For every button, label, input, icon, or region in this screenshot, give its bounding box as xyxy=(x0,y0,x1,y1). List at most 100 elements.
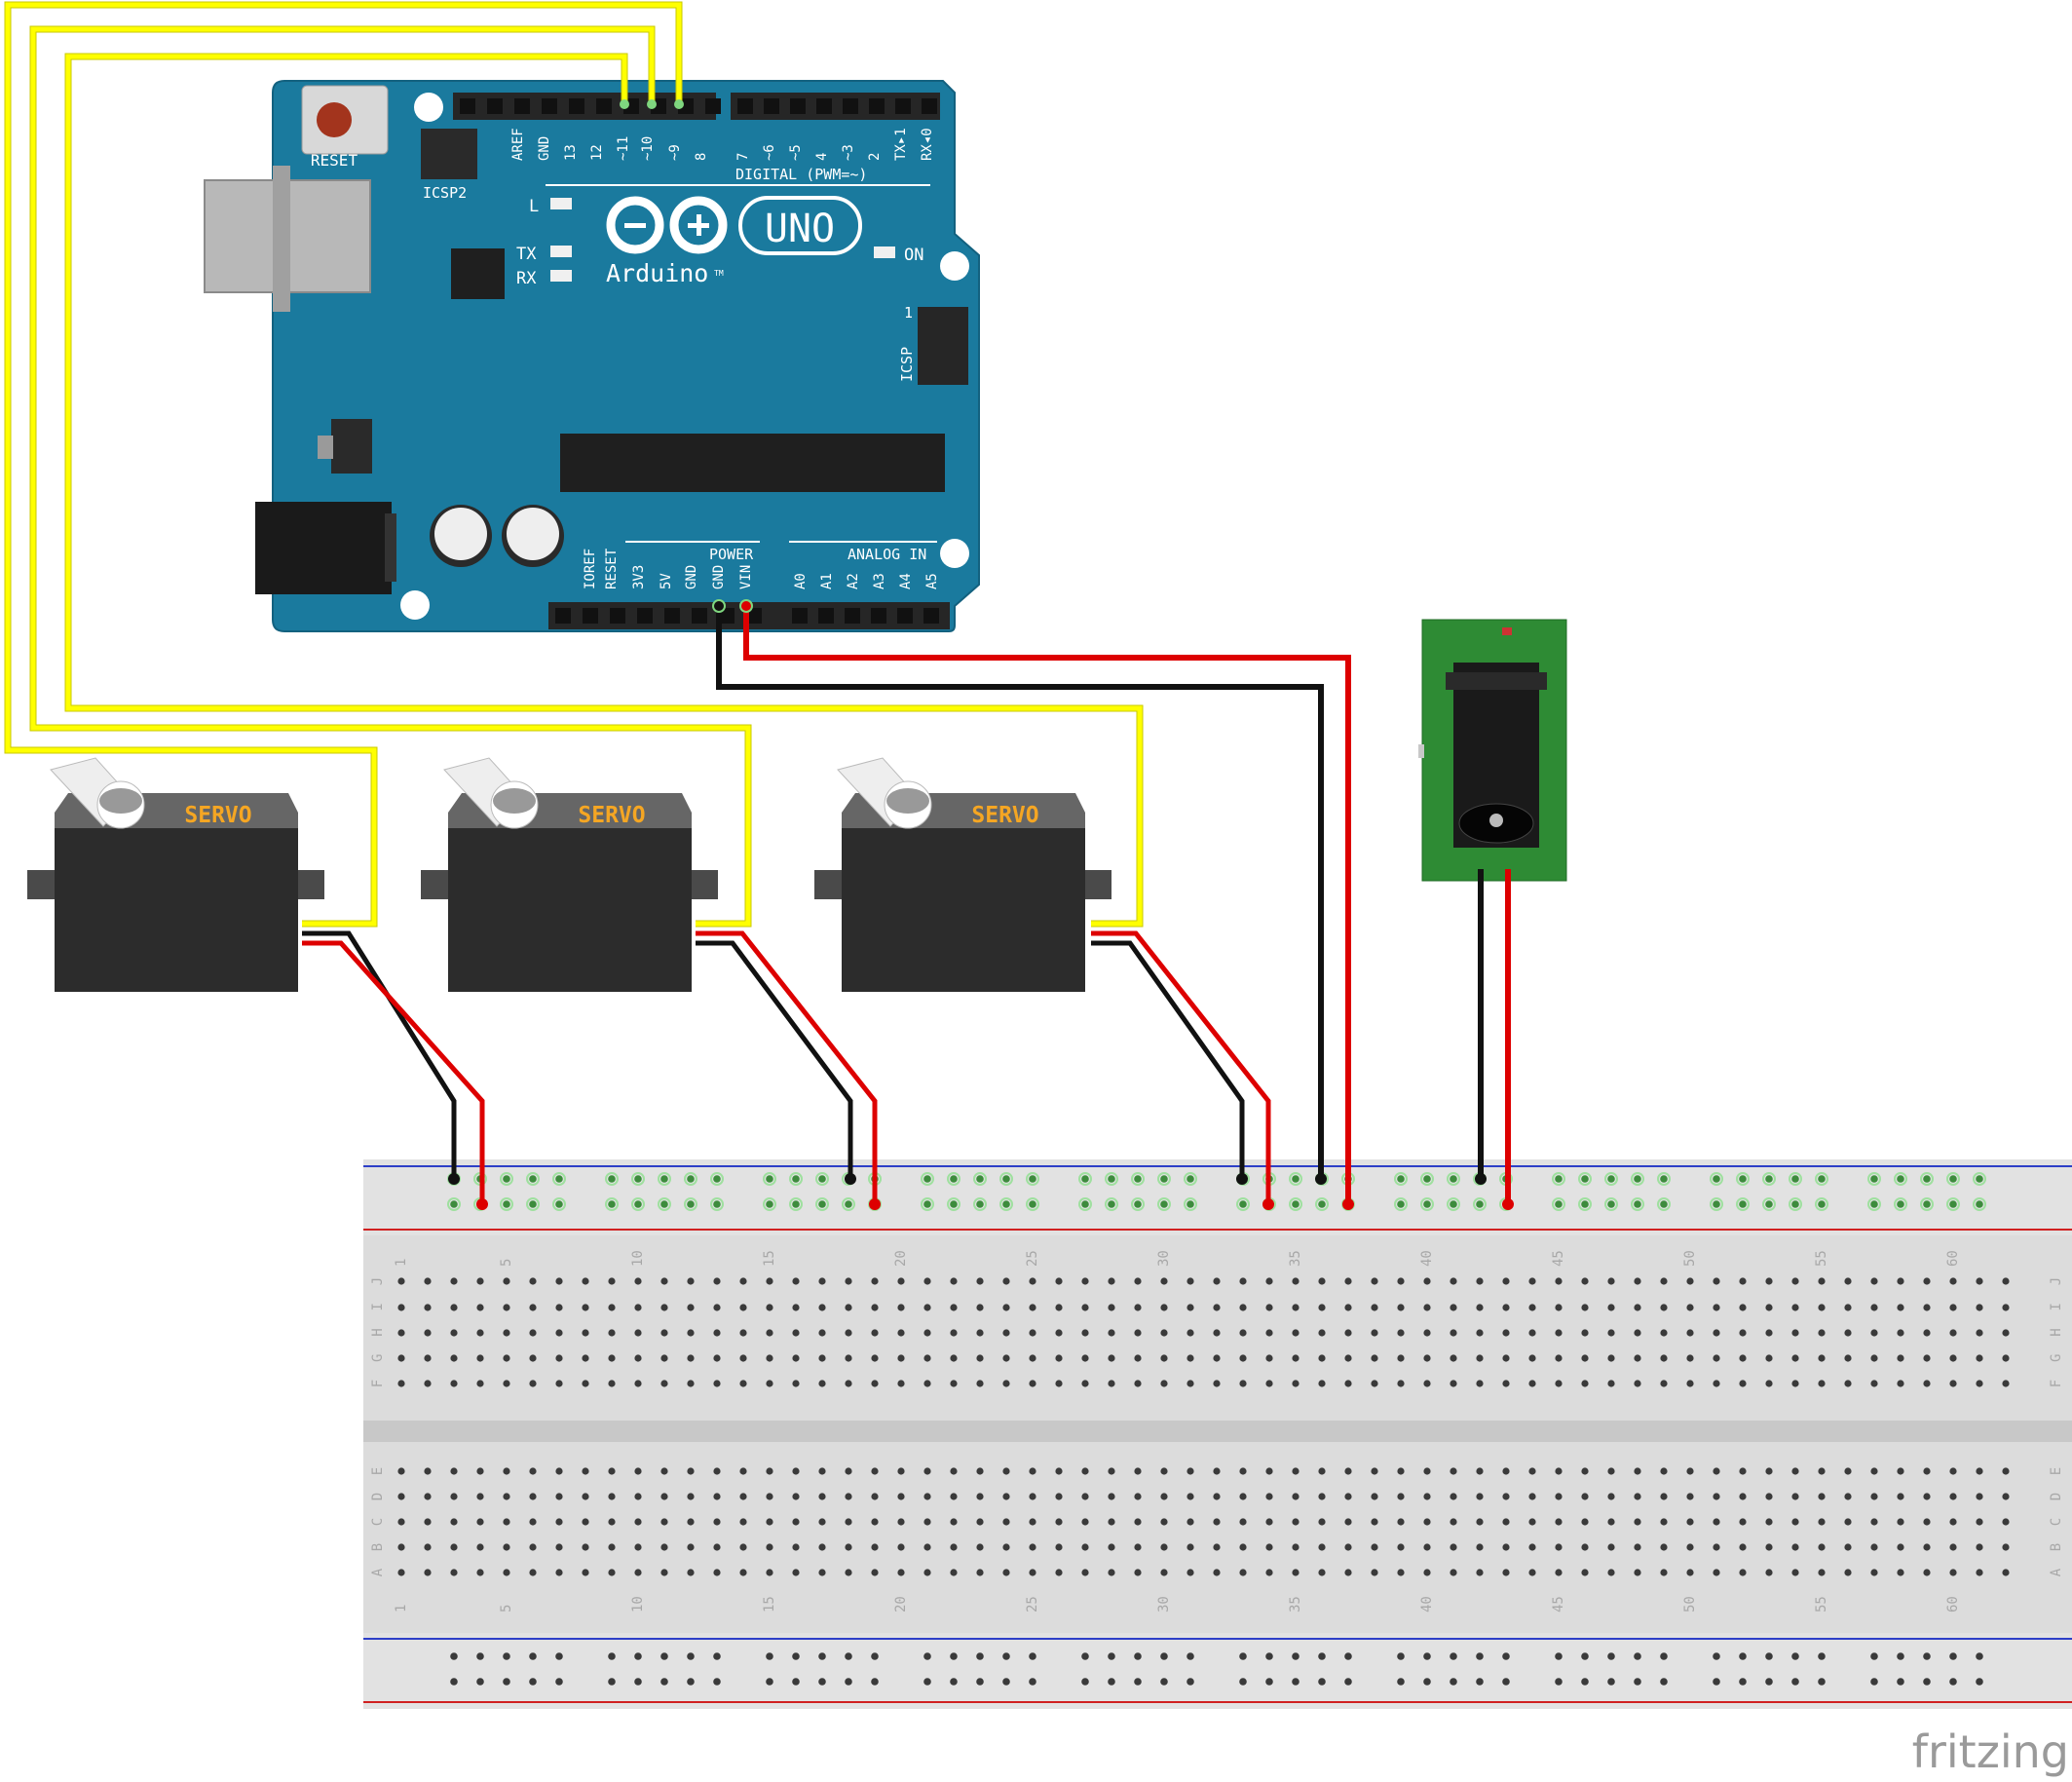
breadboard-hole xyxy=(450,1354,458,1362)
digital-pin-label: ~5 xyxy=(788,144,804,161)
breadboard-hole xyxy=(845,1354,852,1362)
breadboard-hole xyxy=(660,1329,668,1337)
row-letter: H xyxy=(2049,1328,2064,1336)
rail-hole-highlight xyxy=(526,1197,540,1211)
breadboard-hole xyxy=(1160,1380,1168,1387)
rail-hole xyxy=(1818,1652,1826,1660)
led-tx xyxy=(550,246,572,257)
breadboard-hole xyxy=(1897,1329,1904,1337)
column-number: 10 xyxy=(630,1250,646,1267)
rail-hole-highlight xyxy=(684,1197,697,1211)
breadboard-hole xyxy=(792,1329,800,1337)
breadboard-hole xyxy=(1187,1518,1194,1526)
rail-hole xyxy=(529,1678,537,1686)
header-pin xyxy=(897,608,913,624)
breadboard-hole xyxy=(1187,1277,1194,1285)
top-power-rail xyxy=(363,1159,2072,1235)
column-number: 15 xyxy=(762,1250,777,1267)
rail-hole xyxy=(529,1652,537,1660)
header-pin xyxy=(737,98,753,114)
rail-hole-highlight xyxy=(1710,1172,1723,1186)
breadboard-hole xyxy=(555,1354,563,1362)
breadboard-hole xyxy=(1713,1277,1720,1285)
rail-hole xyxy=(1739,1678,1747,1686)
column-number: 40 xyxy=(1419,1596,1435,1612)
rail-hole-highlight xyxy=(1894,1172,1907,1186)
rail-hole xyxy=(1160,1175,1168,1183)
rail-hole xyxy=(766,1652,773,1660)
breadboard-hole xyxy=(1029,1304,1036,1311)
breadboard-hole xyxy=(897,1493,905,1500)
breadboard-hole xyxy=(476,1329,484,1337)
breadboard-hole xyxy=(1923,1380,1931,1387)
rail-hole xyxy=(818,1678,826,1686)
breadboard-hole xyxy=(1423,1329,1431,1337)
breadboard-hole xyxy=(476,1467,484,1475)
voltage-regulator xyxy=(331,419,372,474)
breadboard-hole xyxy=(1660,1493,1668,1500)
rail-hole xyxy=(1660,1200,1668,1208)
breadboard-hole xyxy=(1292,1493,1300,1500)
breadboard-hole xyxy=(1555,1329,1563,1337)
breadboard-hole xyxy=(1344,1467,1352,1475)
rail-hole-highlight xyxy=(1184,1197,1197,1211)
mount-hole xyxy=(940,251,969,281)
breadboard-hole xyxy=(1187,1304,1194,1311)
breadboard-hole xyxy=(1818,1304,1826,1311)
servo-power-wires xyxy=(302,930,1271,1204)
breadboard-hole xyxy=(1081,1518,1089,1526)
led-l-label: L xyxy=(529,197,539,216)
rail-hole-highlight xyxy=(1920,1172,1934,1186)
breadboard-hole xyxy=(1976,1467,1983,1475)
breadboard-hole xyxy=(1686,1518,1694,1526)
breadboard-hole xyxy=(1134,1518,1142,1526)
breadboard-hole xyxy=(1844,1543,1852,1551)
breadboard-hole xyxy=(1029,1569,1036,1576)
breadboard-hole xyxy=(897,1329,905,1337)
digital-pin-label: ~9 xyxy=(667,144,683,161)
breadboard-hole xyxy=(1607,1277,1615,1285)
breadboard-hole xyxy=(739,1569,747,1576)
breadboard-hole xyxy=(660,1569,668,1576)
rail-hole xyxy=(1923,1652,1931,1660)
icsp2-header xyxy=(421,129,477,179)
breadboard-hole xyxy=(1292,1380,1300,1387)
barrel-jack-rim xyxy=(1446,672,1547,690)
breadboard-hole xyxy=(1134,1354,1142,1362)
rail-hole-highlight xyxy=(552,1172,566,1186)
breadboard-hole xyxy=(1923,1277,1931,1285)
rail-hole xyxy=(1976,1652,1983,1660)
breadboard-hole xyxy=(739,1354,747,1362)
reset-button-cap[interactable] xyxy=(317,102,352,137)
breadboard-hole xyxy=(1739,1467,1747,1475)
breadboard-hole xyxy=(450,1467,458,1475)
breadboard-hole xyxy=(1029,1329,1036,1337)
rail-hole xyxy=(1160,1678,1168,1686)
breadboard-hole xyxy=(923,1329,931,1337)
rail-hole xyxy=(1292,1652,1300,1660)
breadboard-hole xyxy=(976,1543,984,1551)
breadboard-hole xyxy=(555,1543,563,1551)
breadboard-hole xyxy=(1450,1493,1457,1500)
breadboard-hole xyxy=(1081,1304,1089,1311)
breadboard-hole xyxy=(713,1354,721,1362)
breadboard-hole xyxy=(739,1543,747,1551)
rail-hole-highlight xyxy=(447,1197,461,1211)
rail-hole xyxy=(450,1200,458,1208)
rail-hole xyxy=(1450,1175,1457,1183)
breadboard-hole xyxy=(1502,1380,1510,1387)
breadboard-hole xyxy=(1634,1277,1641,1285)
breadboard-hole xyxy=(1949,1518,1957,1526)
rail-hole xyxy=(1160,1652,1168,1660)
breadboard-hole xyxy=(1344,1304,1352,1311)
rail-hole-highlight xyxy=(1604,1197,1618,1211)
breadboard-hole xyxy=(1265,1354,1273,1362)
header-pin xyxy=(555,608,571,624)
rail-hole xyxy=(923,1175,931,1183)
rail-hole-highlight xyxy=(1552,1197,1565,1211)
rail-hole-highlight xyxy=(1736,1172,1750,1186)
breadboard-hole xyxy=(1844,1518,1852,1526)
breadboard-hole xyxy=(1239,1518,1247,1526)
breadboard-hole xyxy=(397,1354,405,1362)
